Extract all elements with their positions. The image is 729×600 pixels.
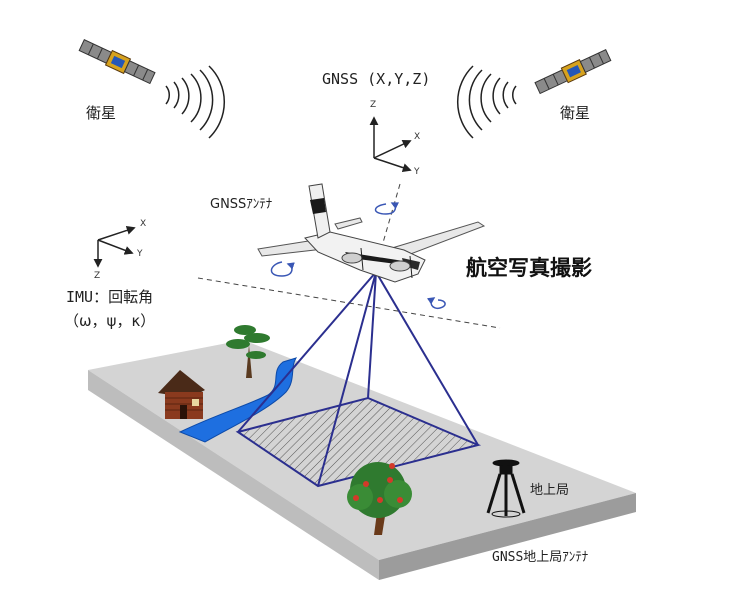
ground-station-tripod-icon (486, 459, 526, 518)
satellite-left-icon (78, 38, 156, 85)
house-icon (158, 370, 205, 419)
fruit-tree-icon (347, 462, 412, 535)
gnss-antenna-label: GNSSｱﾝﾃﾅ (210, 197, 273, 212)
imu-axis-triad (93, 226, 136, 268)
gnss-ground-antenna-label: GNSS地上局ｱﾝﾃﾅ (492, 550, 589, 565)
rotation-arrows (270, 202, 446, 310)
river (178, 357, 298, 443)
top-axis-x-label: X (414, 132, 421, 142)
pine-tree-icon (226, 325, 270, 378)
satellite-right-label: 衛星 (560, 104, 591, 122)
gnss-xyz-label: GNSS (X,Y,Z) (322, 70, 431, 88)
satellite-left-label: 衛星 (86, 104, 117, 122)
top-axis-z-label: Z (370, 100, 377, 110)
imu-angles-label: （ω，ψ，κ） (64, 312, 156, 330)
aerial-photo-label: 航空写真撮影 (466, 256, 592, 280)
left-axis-y-label: Y (137, 249, 143, 259)
ground-station-label: 地上局 (530, 483, 570, 498)
gnss-axis-triad (369, 116, 412, 172)
satellite-right-icon (534, 48, 612, 95)
aircraft-icon (257, 183, 486, 283)
left-axis-z-label: Z (94, 271, 101, 281)
projection-pyramid (237, 271, 479, 487)
top-axis-y-label: Y (414, 167, 420, 177)
signal-waves-right-icon (456, 65, 517, 139)
signal-waves-left-icon (165, 65, 226, 139)
imu-title-label: IMU：回転角 (66, 288, 154, 306)
left-axis-x-label: X (140, 219, 147, 229)
